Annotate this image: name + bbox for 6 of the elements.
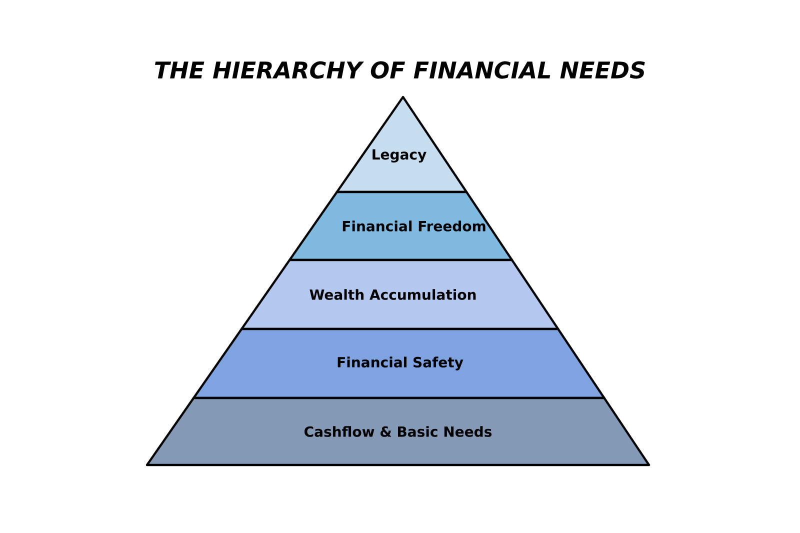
pyramid-band: Financial Safety: [192, 328, 606, 400]
pyramid-band: Wealth Accumulation: [240, 258, 560, 330]
title: THE HIERARCHY OF FINANCIAL NEEDS: [154, 61, 645, 79]
pyramid-band: Legacy: [336, 96, 468, 194]
pyramid-band: Financial Freedom: [288, 190, 514, 262]
pyramid-band: Cashflow & Basic Needs: [146, 396, 650, 466]
